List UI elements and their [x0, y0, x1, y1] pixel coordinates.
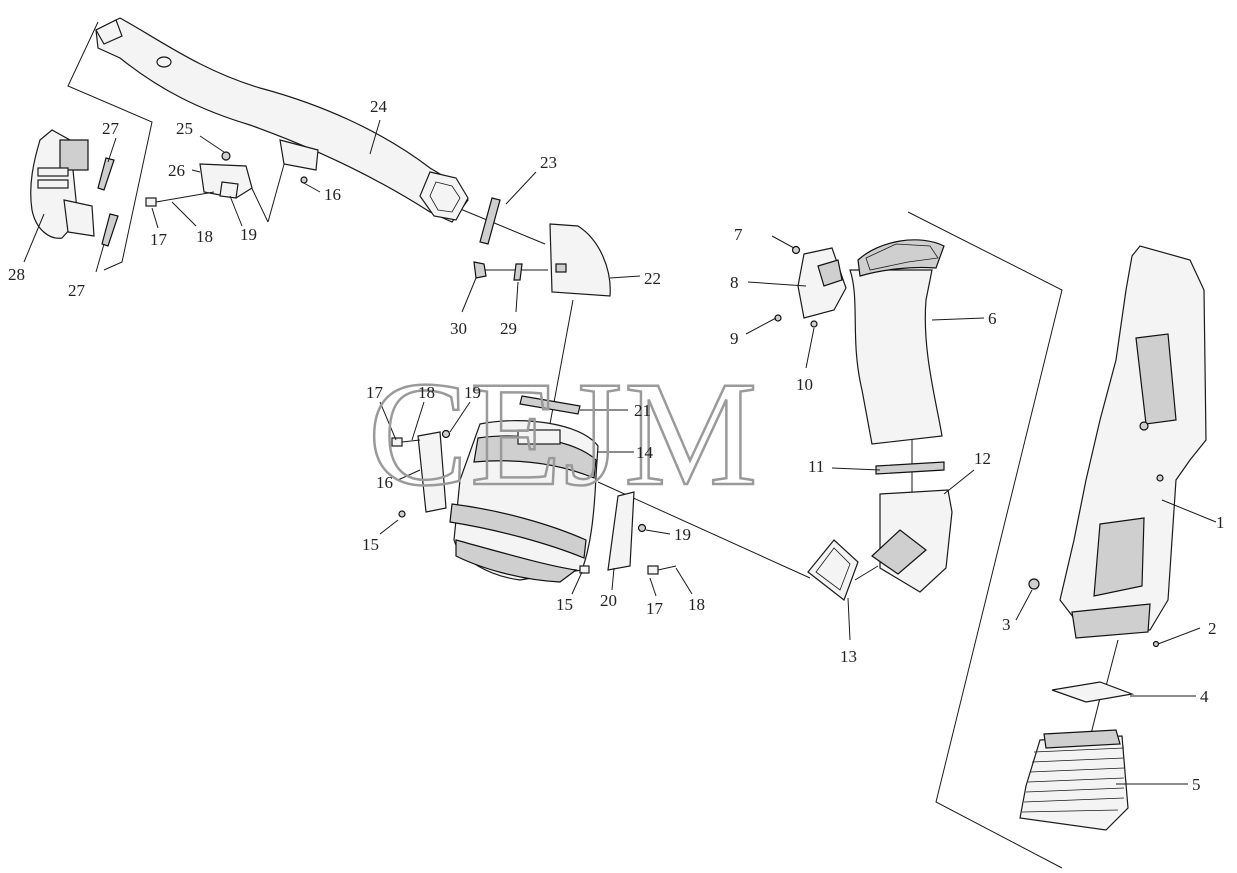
- intake-pipe-24: [95, 17, 469, 223]
- callout-19a: 19: [464, 383, 481, 402]
- snorkel-body-1: [1059, 245, 1207, 639]
- callout-16a: 16: [376, 473, 393, 492]
- callout-13: 13: [840, 647, 857, 666]
- callout-2: 2: [1208, 619, 1217, 638]
- callout-1: 1: [1216, 513, 1225, 532]
- callout-22: 22: [644, 269, 661, 288]
- gasket-4: [1051, 681, 1135, 703]
- callout-16b: 16: [324, 185, 341, 204]
- callout-15b: 15: [556, 595, 573, 614]
- vented-housing-28: [30, 129, 95, 239]
- callout-18c: 18: [196, 227, 213, 246]
- callout-6: 6: [988, 309, 997, 328]
- callout-26: 26: [168, 161, 185, 180]
- callout-14: 14: [636, 443, 654, 462]
- side-bracket-20: [579, 491, 677, 575]
- callout-17c: 17: [150, 230, 168, 249]
- seal-strip-21: [519, 395, 581, 415]
- callout-15a: 15: [362, 535, 379, 554]
- callout-19c: 19: [240, 225, 257, 244]
- callout-30: 30: [450, 319, 467, 338]
- bellows-5: [1019, 729, 1129, 831]
- callout-28: 28: [8, 265, 25, 284]
- callout-8: 8: [730, 273, 739, 292]
- snorkel-tube-6: [849, 239, 945, 445]
- callout-5: 5: [1192, 775, 1201, 794]
- callout-7: 7: [734, 225, 743, 244]
- watermark: CEJM: [368, 351, 759, 517]
- callout-27a: 27: [102, 119, 120, 138]
- wedge-23: [479, 197, 501, 245]
- callout-18b: 18: [688, 595, 705, 614]
- wedge-27-pair: [97, 157, 119, 247]
- air-filter-housing-14: [449, 420, 599, 583]
- adapter-12: [871, 489, 953, 593]
- callout-29: 29: [500, 319, 517, 338]
- callout-19b: 19: [674, 525, 691, 544]
- mount-bracket-8: [774, 245, 847, 328]
- callout-23: 23: [540, 153, 557, 172]
- callout-27b: 27: [68, 281, 86, 300]
- callout-4: 4: [1200, 687, 1209, 706]
- callout-10: 10: [796, 375, 813, 394]
- side-bracket-16: [391, 429, 451, 518]
- callout-9: 9: [730, 329, 739, 348]
- gasket-11: [875, 461, 945, 475]
- callout-17a: 17: [366, 383, 384, 402]
- gasket-frame-13: [807, 539, 859, 601]
- callout-25: 25: [176, 119, 193, 138]
- callout-24: 24: [370, 97, 388, 116]
- callout-11: 11: [808, 457, 824, 476]
- bracket-26-assembly: [145, 151, 308, 207]
- callout-labels: 1 2 3 4 5 6 7 8 9 10 11 12 13 14 15 15 1…: [8, 97, 1225, 794]
- callout-18a: 18: [418, 383, 435, 402]
- callout-12: 12: [974, 449, 991, 468]
- callout-17b: 17: [646, 599, 664, 618]
- callout-3: 3: [1002, 615, 1011, 634]
- leader-lines: [23, 119, 1217, 785]
- callout-20: 20: [600, 591, 617, 610]
- callout-21: 21: [634, 401, 651, 420]
- elbow-cover-22: [473, 223, 611, 297]
